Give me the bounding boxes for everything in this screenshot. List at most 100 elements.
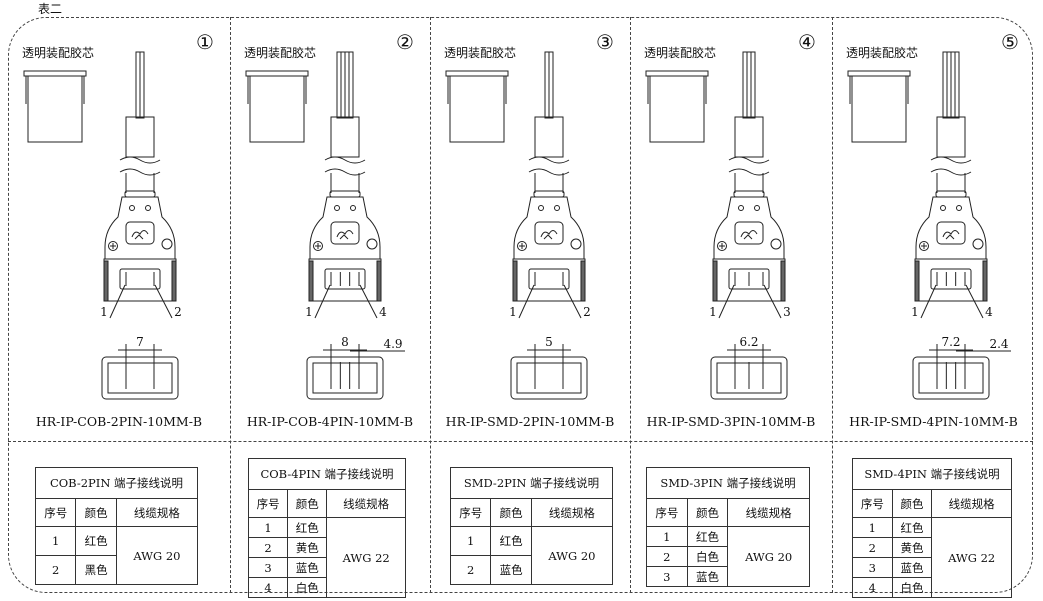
wire-color: 蓝色 xyxy=(490,555,532,585)
table-header: 序号 xyxy=(646,498,688,527)
wire-color: 红色 xyxy=(287,517,328,538)
wire xyxy=(139,51,145,119)
cable-jacket xyxy=(125,116,155,158)
table-title: SMD-2PIN 端子接线说明 xyxy=(450,467,613,499)
break-mark xyxy=(930,156,972,164)
model-name: HR-IP-SMD-2PIN-10MM-B xyxy=(446,414,615,429)
boss-circle xyxy=(161,238,173,250)
connector-front-inner xyxy=(107,362,173,394)
pin-number: 4 xyxy=(247,577,289,598)
wire-spec: AWG 22 xyxy=(326,517,406,598)
leader-line xyxy=(109,284,126,319)
mount-hole xyxy=(145,205,151,211)
side-rib xyxy=(512,260,518,302)
leader-line xyxy=(518,284,535,319)
pin-number: 2 xyxy=(449,555,492,585)
cable-jacket xyxy=(936,173,966,193)
connector-front-view xyxy=(710,356,788,400)
dimension-ext xyxy=(534,344,564,362)
screw-icon xyxy=(315,243,321,249)
insert-label: 透明装配胶芯 xyxy=(244,45,316,60)
cable-jacket xyxy=(330,173,360,193)
circled-number: ④ xyxy=(798,30,816,54)
table-header: 序号 xyxy=(852,489,893,518)
pin-label-first: 1 xyxy=(709,305,717,319)
wire-spec: AWG 20 xyxy=(115,526,199,585)
side-rib xyxy=(308,260,314,302)
pin-number: 1 xyxy=(449,526,492,556)
table-header: 序号 xyxy=(34,498,77,527)
row-divider xyxy=(8,441,1033,442)
pin-number: 2 xyxy=(852,537,893,558)
connector-collar xyxy=(329,190,361,198)
table-title: SMD-4PIN 端子接线说明 xyxy=(852,458,1012,490)
circled-number: ② xyxy=(396,30,414,54)
cable-jacket xyxy=(534,173,564,193)
drawing-frame xyxy=(8,17,1033,593)
leader-line xyxy=(718,284,735,319)
cable-jacket xyxy=(125,173,155,193)
connector-front-inner xyxy=(918,362,984,394)
wire-spec: AWG 20 xyxy=(530,526,614,585)
side-rib xyxy=(982,260,988,302)
dimension-label-secondary: 2.4 xyxy=(989,337,1008,351)
break-mark xyxy=(119,156,161,164)
drawing-caption: 表二 xyxy=(38,2,63,16)
pin-window xyxy=(119,268,161,290)
column-divider xyxy=(430,17,431,593)
table-header: 线缆规格 xyxy=(931,489,1012,518)
logo-plate xyxy=(125,221,155,245)
connector-collar xyxy=(124,190,156,198)
table-header: 序号 xyxy=(449,498,492,527)
logo-plate xyxy=(534,221,564,245)
wire-color: 黄色 xyxy=(891,537,933,558)
wire-color: 红色 xyxy=(490,526,532,556)
dimension-ext xyxy=(734,344,764,362)
table-header: 颜色 xyxy=(686,498,729,527)
table-title: COB-2PIN 端子接线说明 xyxy=(35,467,198,499)
insert-body xyxy=(449,75,505,143)
connector-collar xyxy=(733,190,765,198)
mount-hole xyxy=(538,205,544,211)
pin-window xyxy=(528,268,570,290)
insert-body xyxy=(249,75,305,143)
pin-number: 4 xyxy=(852,577,893,598)
mount-hole xyxy=(129,205,135,211)
cable-jacket xyxy=(330,116,360,158)
screw-icon xyxy=(921,243,927,249)
cable-jacket xyxy=(734,173,764,193)
wire xyxy=(344,51,350,119)
connector-head xyxy=(914,258,988,302)
leader-line xyxy=(154,284,173,319)
wire-color: 白色 xyxy=(891,577,933,598)
table-header: 线缆规格 xyxy=(115,498,199,527)
pin-label-first: 1 xyxy=(305,305,313,319)
circled-number: ⑤ xyxy=(1001,30,1019,54)
wire-color: 蓝色 xyxy=(287,557,328,578)
side-rib xyxy=(914,260,920,302)
boss-circle xyxy=(570,238,582,250)
wire xyxy=(946,51,952,119)
pin-label-last: 2 xyxy=(174,305,182,319)
leader-line xyxy=(314,284,331,319)
wire xyxy=(950,51,956,119)
leader-line xyxy=(763,284,782,319)
wire xyxy=(746,51,752,119)
connector-front-view xyxy=(510,356,588,400)
screw-icon xyxy=(313,241,323,251)
wire-spec: AWG 22 xyxy=(931,517,1012,598)
screw-icon xyxy=(108,241,118,251)
leader-line xyxy=(920,284,937,319)
dimension-label-secondary: 4.9 xyxy=(383,337,402,351)
insert-label: 透明装配胶芯 xyxy=(644,45,716,60)
logo-icon xyxy=(336,230,354,240)
table-header: 线缆规格 xyxy=(530,498,614,527)
table-title: COB-4PIN 端子接线说明 xyxy=(248,458,406,490)
